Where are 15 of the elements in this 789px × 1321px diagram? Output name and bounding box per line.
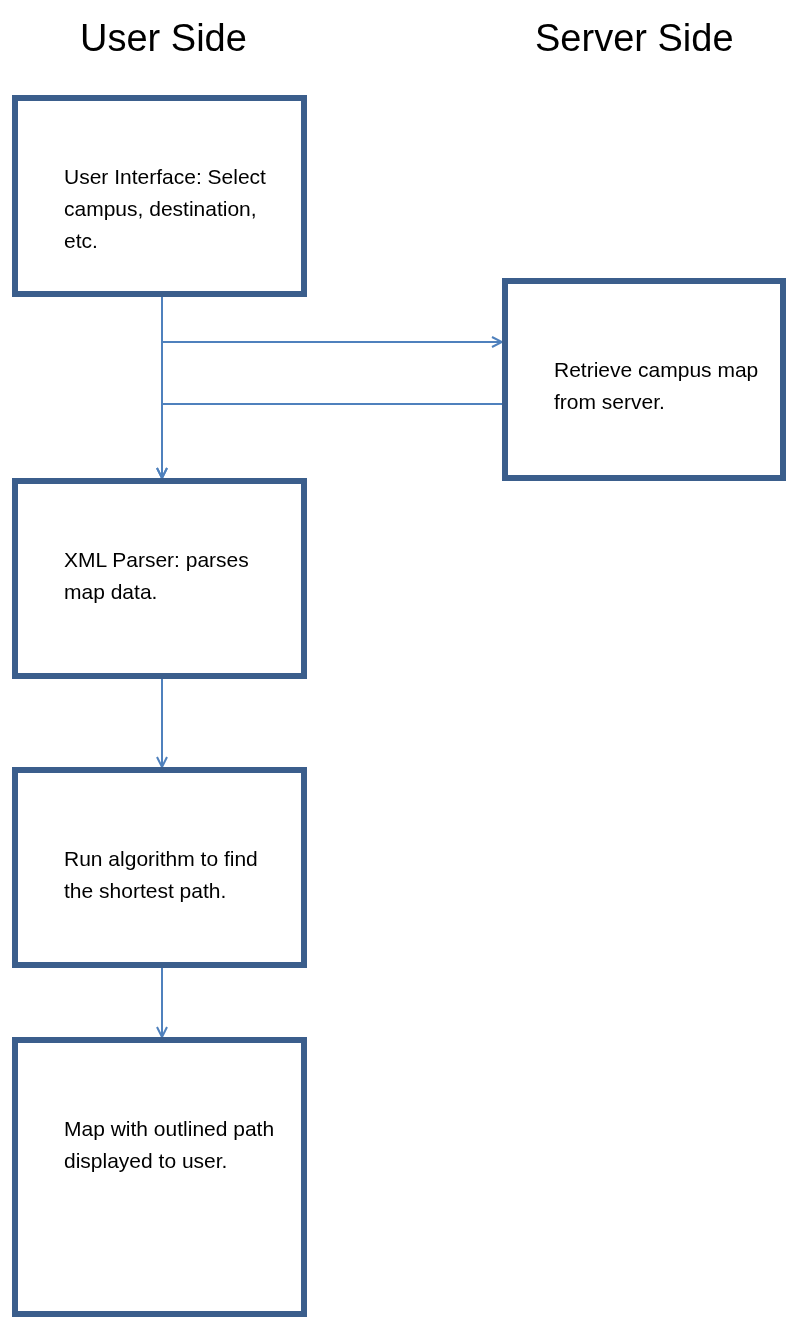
box-text: User Interface: Select campus, destination, etc. xyxy=(64,164,267,254)
arrow xyxy=(156,403,503,479)
process-box xyxy=(12,95,307,297)
box-text: XML Parser: parses map data. xyxy=(64,547,250,605)
column-heading: User Side xyxy=(80,16,247,61)
box-text: Retrieve campus map from server. xyxy=(554,357,760,415)
box-text: Map with outlined path displayed to user. xyxy=(64,1116,276,1174)
column-heading: Server Side xyxy=(535,16,734,61)
process-box xyxy=(12,767,307,968)
process-box xyxy=(12,478,307,679)
arrow xyxy=(156,678,168,768)
process-box xyxy=(12,1037,307,1317)
process-box xyxy=(502,278,786,481)
box-text: Run algorithm to find the shortest path. xyxy=(64,846,259,904)
arrow xyxy=(156,967,168,1038)
